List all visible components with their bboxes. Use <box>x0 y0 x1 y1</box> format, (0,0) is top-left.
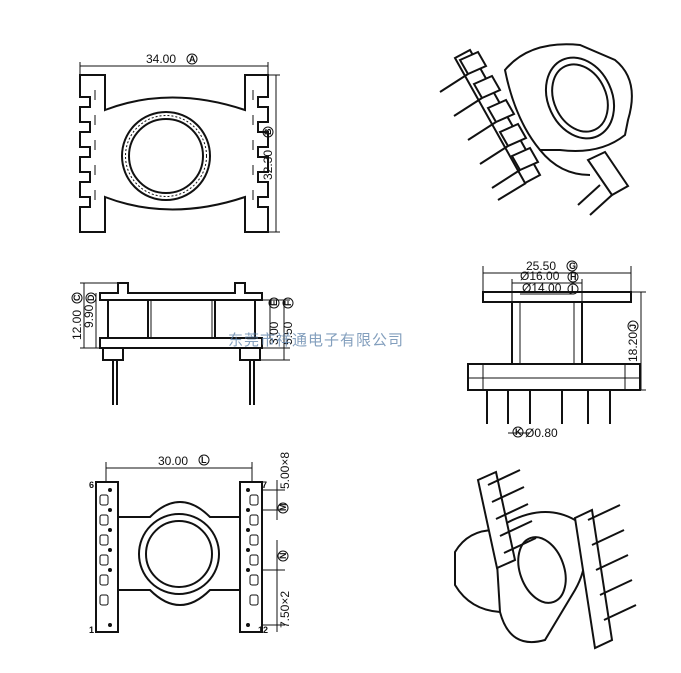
side-view: 12.00 9.90 C D 3.00 5.50 E F <box>70 282 295 405</box>
side-view-core-left <box>107 299 149 339</box>
side-view-top-flange <box>99 282 263 301</box>
bottom-pins <box>108 488 250 627</box>
side-dim-lower-tag: F <box>283 300 293 306</box>
side-dim-total-tag-circle <box>71 292 83 304</box>
side-dim-lower-tag-circle <box>282 297 294 309</box>
pin-number-7: 7 <box>262 480 267 490</box>
top-width-tag-circle <box>186 53 198 65</box>
front-height-tag: J <box>628 324 638 329</box>
bottom-span-tag-circle <box>198 454 210 466</box>
bottom-pitch-tag-circle <box>277 502 289 514</box>
iso-top-pins <box>439 73 527 201</box>
iso-top-pin-blocks <box>458 50 540 172</box>
pin-number-6: 6 <box>89 480 94 490</box>
front-flange-tag: G <box>569 261 576 271</box>
front-outer-tag-circle <box>567 271 579 283</box>
front-view: 25.50 G Ø16.00 H Ø14.00 I 18.20 J K Ø0.8… <box>467 259 646 440</box>
front-pin-tag: K <box>515 427 522 437</box>
front-height-label: 18.20 <box>626 332 640 362</box>
top-width-label: 34.00 <box>146 52 176 66</box>
iso-view-bottom <box>454 469 637 650</box>
iso-bottom-pins-left <box>487 469 537 554</box>
watermark-text: 东莞市祥通电子有限公司 <box>228 331 404 349</box>
top-view-core-inner <box>128 118 204 194</box>
top-view-core-outer <box>121 111 211 201</box>
top-view-core-hatch <box>125 115 207 197</box>
pin-number-12: 12 <box>258 625 268 635</box>
side-dim-upper-label: 3.00 <box>267 321 281 345</box>
iso-top-base-curve <box>539 149 591 176</box>
front-height-tag-circle <box>627 320 639 332</box>
front-flange-tag-circle <box>566 260 578 272</box>
side-view-foot-left <box>102 347 124 361</box>
front-outer-tag: H <box>570 272 577 282</box>
top-view-outline <box>79 74 269 233</box>
top-height-tag: B <box>263 128 273 135</box>
front-inner-tag: I <box>571 284 574 294</box>
front-view-pins <box>486 390 611 424</box>
top-height-tag-circle <box>262 126 274 138</box>
bottom-core-inner <box>145 520 213 588</box>
front-flange-label: 25.50 <box>526 259 556 273</box>
pin-number-1: 1 <box>89 625 94 635</box>
iso-top-core-outer <box>544 56 616 140</box>
bottom-pitch-tag: M <box>278 504 288 512</box>
front-view-core <box>511 301 583 365</box>
iso-view-top <box>439 43 633 216</box>
bottom-span-tag: L <box>201 455 207 465</box>
iso-bottom-pin-rail-left <box>476 470 517 570</box>
iso-bottom-pin-rail-right <box>573 508 614 650</box>
top-height-label: 32.30 <box>261 150 275 180</box>
bottom-pitch2-tag-circle <box>277 550 289 562</box>
side-dim-body-tag: D <box>86 294 96 301</box>
bottom-view: 30.00 L 5.00×8 M N 7.50×2 6 7 1 12 <box>89 452 292 635</box>
side-dim-upper-tag-circle <box>268 297 280 309</box>
front-outer-label: Ø16.00 <box>520 269 560 283</box>
iso-top-right-pin2 <box>589 194 613 216</box>
side-dim-lower-label: 5.50 <box>281 321 295 345</box>
iso-top-core-inner <box>551 63 609 133</box>
side-dim-total-label: 12.00 <box>70 310 84 340</box>
bottom-pitch-label: 5.00×8 <box>278 452 292 489</box>
front-view-base <box>467 363 641 391</box>
front-inner-label: Ø14.00 <box>522 281 562 295</box>
bottom-right-slots <box>249 494 259 606</box>
side-dim-body-tag-circle <box>85 292 97 304</box>
top-width-tag: A <box>189 54 196 64</box>
bottom-flange <box>117 501 241 606</box>
iso-bottom-pins-right <box>587 504 637 621</box>
iso-top-right-pin1 <box>577 184 601 206</box>
bottom-core-outer <box>138 513 220 595</box>
bottom-span-label: 30.00 <box>158 454 188 468</box>
bottom-pitch2-tag: N <box>278 553 288 560</box>
iso-bottom-core-hole <box>517 536 567 604</box>
iso-top-right-rail <box>586 150 630 197</box>
side-view-foot-right <box>239 347 261 361</box>
front-pin-tag-circle <box>512 426 524 438</box>
bottom-left-slots <box>99 494 109 606</box>
side-dim-upper-tag: E <box>269 300 279 306</box>
bottom-pitch2-label: 7.50×2 <box>278 591 292 628</box>
front-pin-label: Ø0.80 <box>525 426 558 440</box>
top-view: 34.00 A 32.30 B <box>79 52 280 233</box>
side-dim-body-label: 9.90 <box>82 304 96 328</box>
side-dim-total-tag: C <box>72 294 82 301</box>
front-inner-tag-circle <box>567 283 579 295</box>
